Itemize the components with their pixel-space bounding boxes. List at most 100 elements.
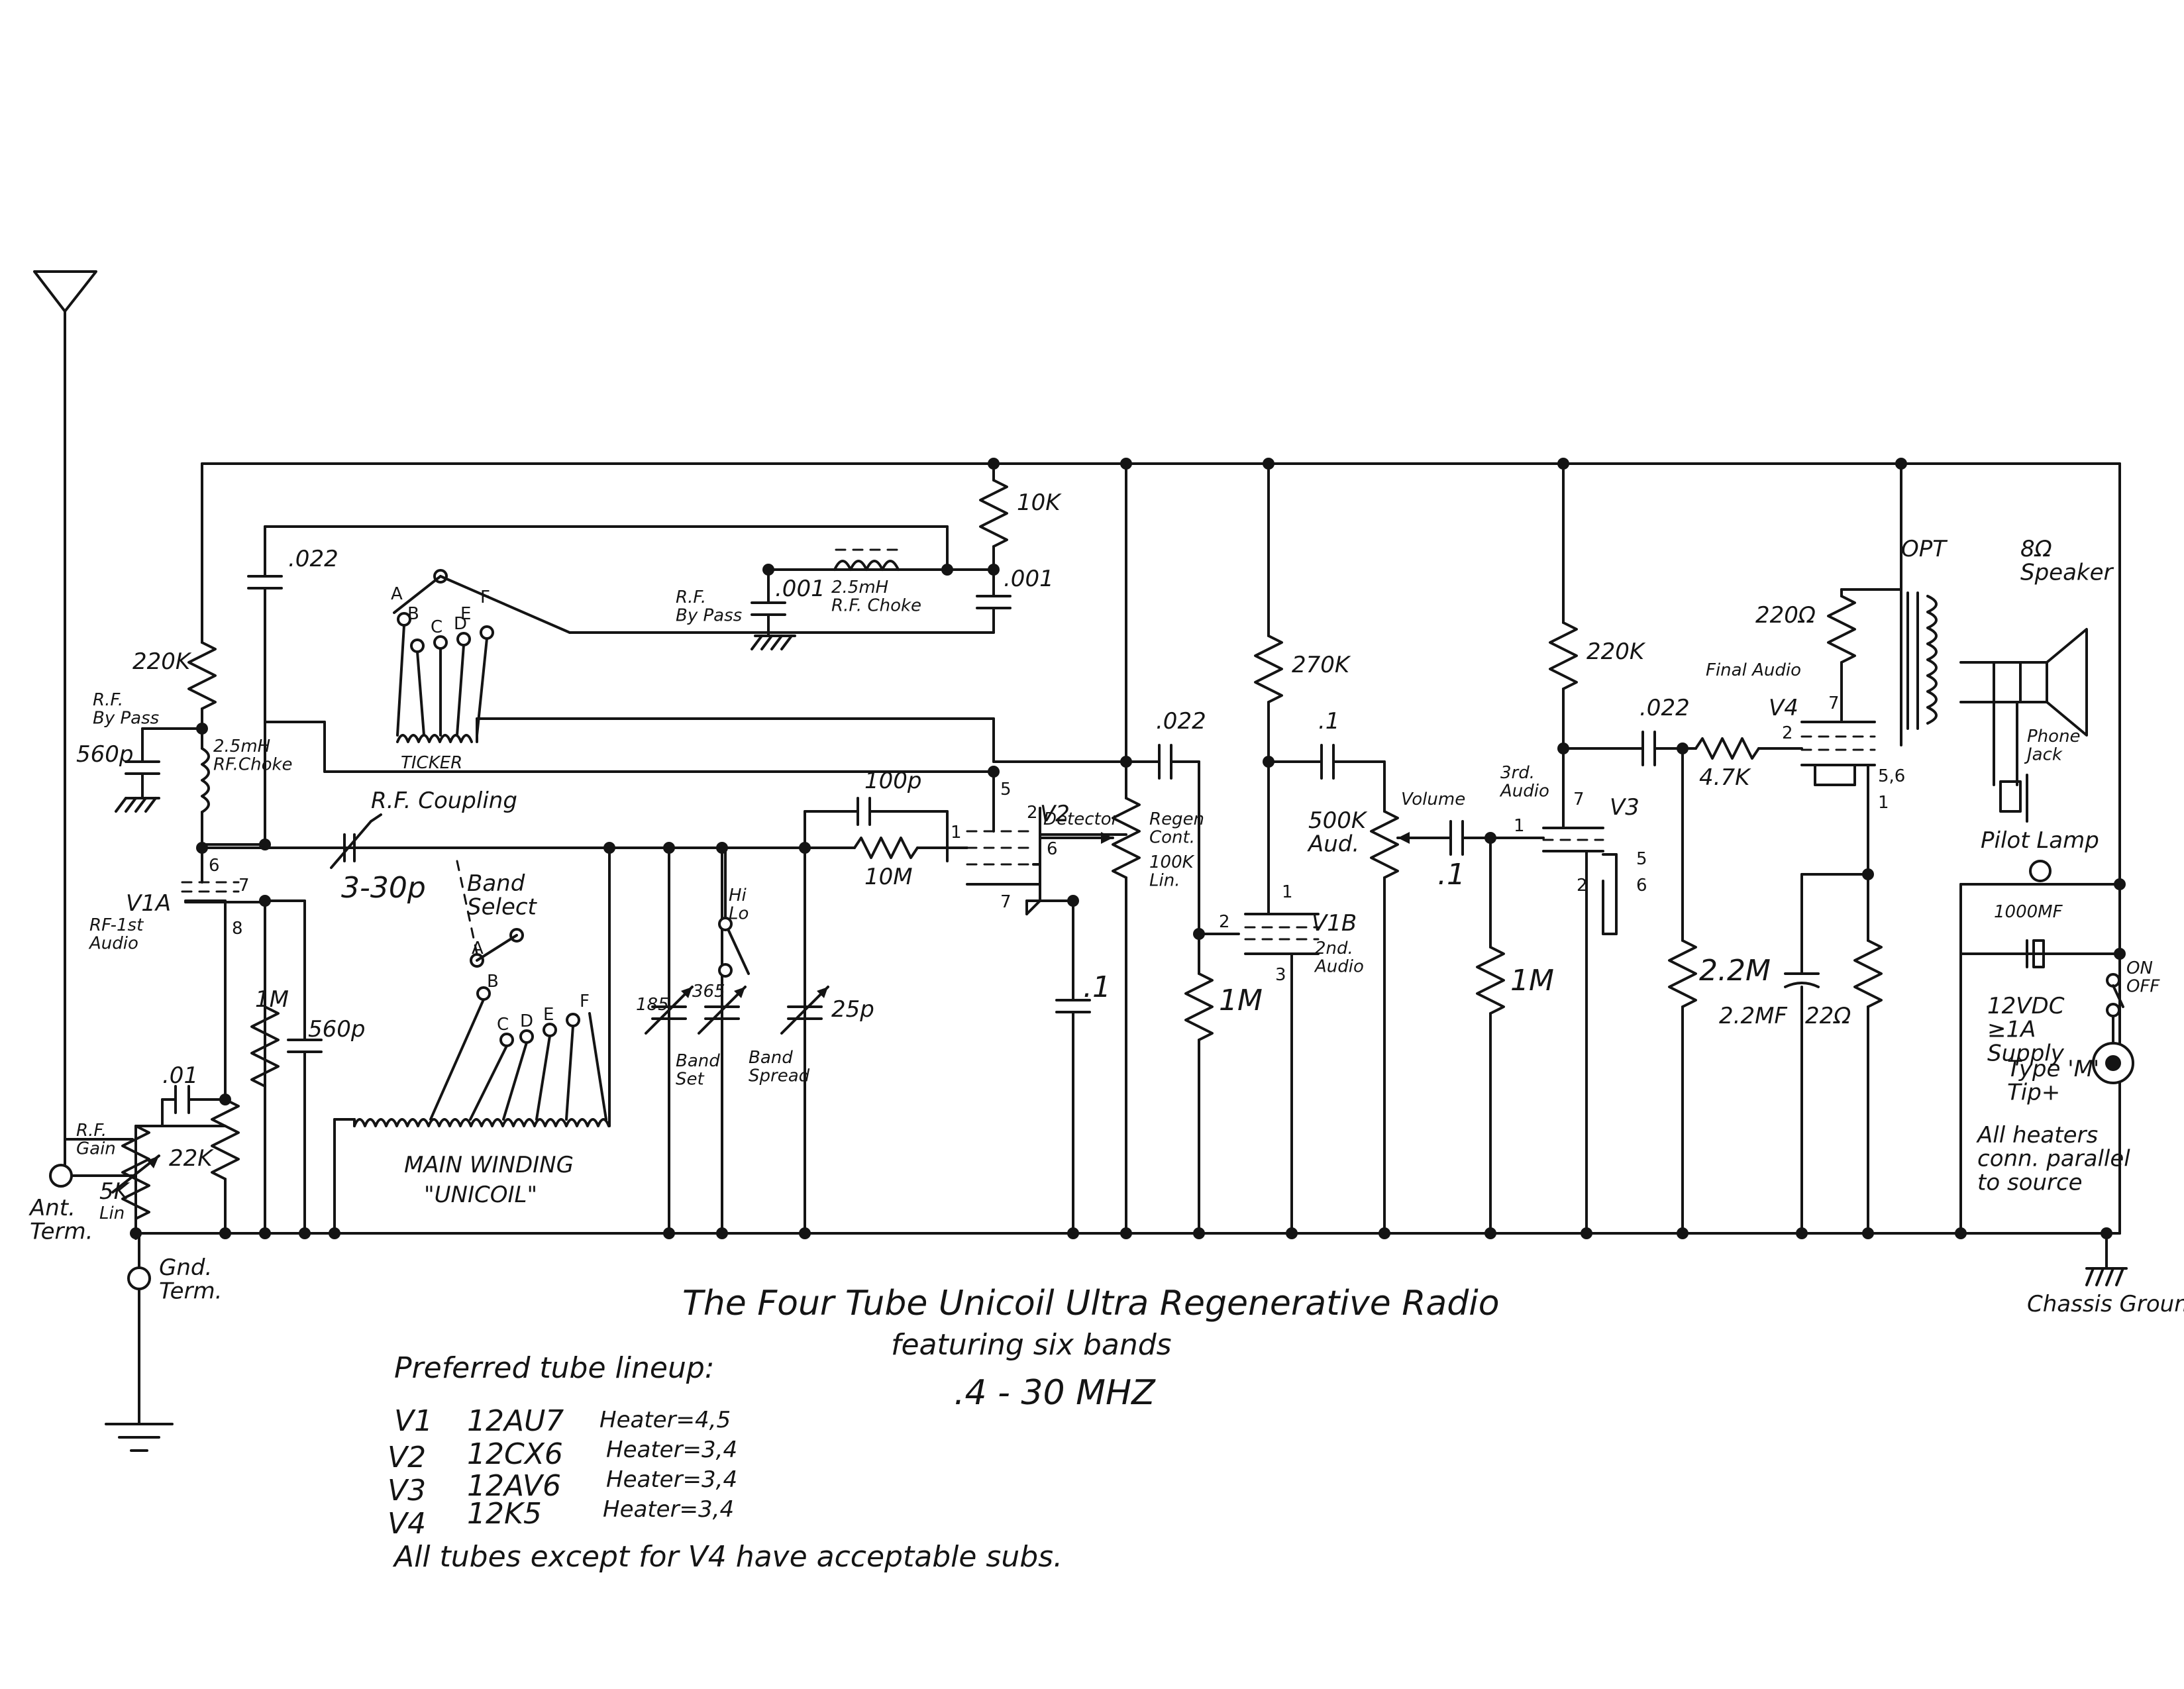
pin-sw2-b: B xyxy=(487,972,499,992)
label-c-022-b: .022 xyxy=(1156,708,1206,735)
pin-v1a-7: 7 xyxy=(238,876,250,896)
label-v1a: V1A xyxy=(126,890,171,917)
pin-sw-d: D xyxy=(454,614,467,634)
lineup-row-3: V4 12K5 Heater=3,4 xyxy=(388,1496,734,1541)
label-lin: Lin xyxy=(99,1203,125,1223)
svg-text:V4: V4 xyxy=(388,1507,426,1541)
label-rf-bypass-b: R.F.By Pass xyxy=(676,588,742,625)
label-c-1-b: .1 xyxy=(1318,708,1339,735)
c-1-v1b-out xyxy=(1267,744,1386,780)
c-001-bypass xyxy=(751,568,796,650)
label-v1b-desc: 2nd.Audio xyxy=(1314,939,1364,976)
title-line-2: featuring six bands xyxy=(891,1328,1172,1362)
label-c-1000mf: 1000MF xyxy=(1994,902,2063,922)
r-220-ohm xyxy=(1827,588,1856,693)
regen-control-pot xyxy=(1039,462,1141,1235)
label-c-001-a: .001 xyxy=(775,576,825,602)
label-rf-gain: R.F.Gain xyxy=(76,1121,116,1158)
label-c-560p-b: 560p xyxy=(308,1016,365,1043)
label-r-220ohm: 220Ω xyxy=(1755,602,1816,629)
label-volume: Volume xyxy=(1401,790,1465,809)
pin-v1b-3: 3 xyxy=(1275,965,1286,985)
c-2-2mf xyxy=(1784,873,1820,1235)
c-1-volume-out xyxy=(1449,820,1545,856)
label-r-1m-b: 1M xyxy=(1219,984,1263,1017)
lineup-row-1: V2 12CX6 Heater=3,4 xyxy=(388,1437,737,1474)
pin-v1a-8: 8 xyxy=(232,919,243,939)
label-tip: Type 'M'Tip+ xyxy=(2007,1056,2099,1106)
label-r-220k-b: 220K xyxy=(1586,639,1646,665)
title-line-1: The Four Tube Unicoil Ultra Regenerative… xyxy=(682,1284,1500,1323)
svg-text:Heater=3,4: Heater=3,4 xyxy=(606,1466,737,1493)
dc-jack xyxy=(2092,1015,2134,1235)
lineup-row-0: V1 12AU7 Heater=4,5 xyxy=(394,1404,731,1438)
label-c-185: 185 xyxy=(636,995,669,1015)
pin-v4-2: 2 xyxy=(1782,723,1793,743)
label-r-5k: 5K xyxy=(99,1178,130,1205)
rf-coupling-trimmer xyxy=(330,813,382,869)
label-main-winding: MAIN WINDING xyxy=(404,1152,574,1178)
c-560p-bypass xyxy=(115,727,160,813)
label-rf-bypass-a: R.F.By Pass xyxy=(93,690,159,728)
label-opt: OPT xyxy=(1901,536,1948,562)
pin-sw2-a: A xyxy=(472,939,484,958)
label-gnd-term: Gnd.Term. xyxy=(159,1254,222,1305)
label-r-22ohm: 22Ω xyxy=(1805,1003,1851,1029)
pin-v4-7: 7 xyxy=(1828,693,1840,713)
r-1m-grid xyxy=(250,1005,280,1088)
label-v2-desc: Detector xyxy=(1043,809,1120,829)
label-c-100p: 100p xyxy=(864,768,921,794)
tube-v1a xyxy=(181,843,266,1235)
speaker xyxy=(1959,628,2088,737)
pin-v2-6: 6 xyxy=(1047,839,1058,859)
antenna-terminal xyxy=(49,1164,73,1188)
rf-gain-pot xyxy=(111,1125,160,1240)
c-022-ticker xyxy=(247,525,949,846)
label-unicoil: "UNICOIL" xyxy=(424,1182,537,1208)
label-c-022-a: .022 xyxy=(288,546,338,572)
lineup-row-2: V3 12AV6 Heater=3,4 xyxy=(388,1466,737,1508)
label-chassis-ground: Chassis Ground xyxy=(2027,1291,2184,1317)
title-line-3: .4 - 30 MHZ xyxy=(954,1373,1156,1413)
c-560p-grid xyxy=(287,899,323,1235)
ground-terminal xyxy=(127,1266,151,1290)
pin-sw-a: A xyxy=(391,584,403,604)
c-25p-band-spread xyxy=(780,986,829,1035)
label-r-22k: 22K xyxy=(169,1145,214,1172)
r-1m-v3 xyxy=(1476,837,1505,1235)
svg-text:12K5: 12K5 xyxy=(467,1497,542,1531)
label-v2: V2 xyxy=(1040,801,1070,827)
pin-v2-2: 2 xyxy=(1027,803,1038,823)
c-01 xyxy=(161,1085,227,1127)
label-v3: V3 xyxy=(1610,794,1639,821)
pin-sw2-d: D xyxy=(520,1011,533,1031)
pin-v1b-1: 1 xyxy=(1282,882,1293,902)
c-185-band-set xyxy=(645,986,694,1035)
pin-v1a-6: 6 xyxy=(209,856,220,876)
label-v4: V4 xyxy=(1769,695,1798,721)
tube-v4 xyxy=(1800,691,1876,876)
hi-lo-switch xyxy=(718,846,750,978)
label-rf-coupling: R.F. Coupling xyxy=(371,788,517,814)
label-r-10k: 10K xyxy=(1017,489,1062,516)
tube-v3 xyxy=(1542,747,1618,1235)
rf-choke-b xyxy=(833,548,900,571)
label-c-22mf: 2.2MF xyxy=(1719,1003,1787,1029)
junction-dots xyxy=(130,458,2126,1239)
pin-v1b-2: 2 xyxy=(1219,912,1230,932)
phone-jack xyxy=(1993,661,2028,823)
label-ticker: TICKER xyxy=(401,753,462,773)
label-c-001-b: .001 xyxy=(1004,566,1054,592)
ticker-coil xyxy=(396,717,995,763)
lineup-note: All tubes except for V4 have acceptable … xyxy=(392,1540,1063,1574)
label-c-022-c: .022 xyxy=(1639,695,1690,721)
